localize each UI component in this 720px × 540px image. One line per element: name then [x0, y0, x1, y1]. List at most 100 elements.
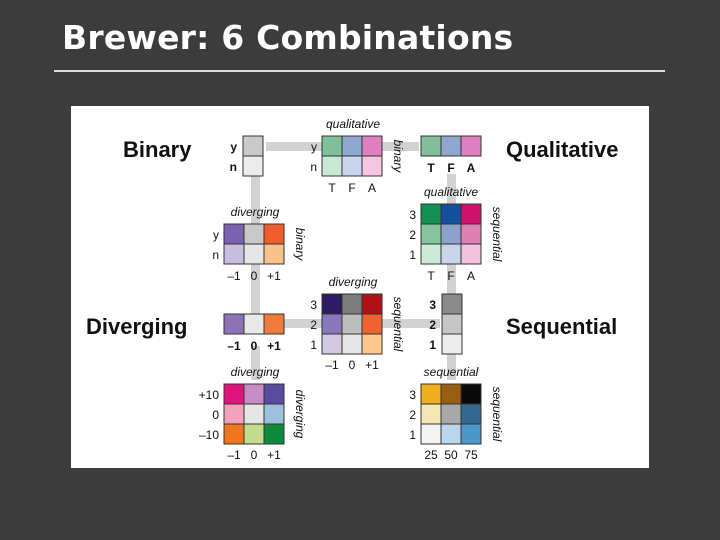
grid-label-sequential: sequential — [490, 207, 504, 262]
qs-cell — [460, 243, 482, 265]
ss-cell — [440, 423, 462, 445]
qb-cell — [341, 155, 363, 177]
ds-cell — [321, 313, 343, 335]
dd-col-tick: +1 — [267, 448, 281, 462]
qb-col-tick: F — [348, 181, 355, 195]
ss-row-tick: 1 — [409, 428, 416, 442]
ds-cell — [361, 333, 383, 355]
title-divider — [54, 70, 665, 72]
grid-label-diverging: diverging — [231, 205, 280, 219]
db-row-tick: y — [213, 228, 219, 242]
qualitative-node-cell — [460, 135, 482, 157]
sequential-sequential-grid: sequential 3 2 1 25 50 75 sequential — [409, 365, 504, 462]
dd-cell — [223, 423, 245, 445]
qualitative-node-tick: F — [447, 161, 454, 175]
node-label-sequential: Sequential — [506, 314, 617, 339]
sequential-node-cell — [441, 333, 463, 355]
qb-cell — [361, 155, 383, 177]
dd-col-tick: 0 — [251, 448, 258, 462]
slide-title: Brewer: 6 Combinations — [62, 18, 514, 57]
diverging-node-tick: 0 — [251, 339, 258, 353]
ds-row-tick: 3 — [310, 298, 317, 312]
ss-row-tick: 2 — [409, 408, 416, 422]
dd-cell — [223, 403, 245, 425]
qb-col-tick: T — [328, 181, 336, 195]
connector-diverging-diverging — [251, 346, 260, 380]
diverging-node-cell — [263, 313, 285, 335]
sequential-node: 3 2 1 — [429, 293, 463, 355]
dd-cell — [243, 383, 265, 405]
sequential-node-cell — [441, 313, 463, 335]
grid-label-binary: binary — [391, 140, 405, 174]
dd-cell — [243, 403, 265, 425]
qb-cell — [321, 155, 343, 177]
db-cell — [223, 223, 245, 245]
qualitative-node: T F A — [420, 135, 482, 175]
qb-cell — [341, 135, 363, 157]
diverging-sequential-grid: diverging 3 2 1 –1 0 +1 sequential — [310, 275, 405, 372]
dd-cell — [263, 403, 285, 425]
ds-cell — [321, 293, 343, 315]
diverging-binary-grid: diverging y n –1 0 +1 binary — [212, 205, 307, 283]
diverging-node-cell — [243, 313, 265, 335]
grid-label-diverging: diverging — [293, 390, 307, 439]
dd-cell — [263, 423, 285, 445]
ds-cell — [361, 313, 383, 335]
db-col-tick: –1 — [227, 269, 241, 283]
db-col-tick: +1 — [267, 269, 281, 283]
dd-row-tick: –10 — [199, 428, 219, 442]
sequential-node-tick: 2 — [429, 318, 436, 332]
qs-col-tick: T — [427, 269, 435, 283]
ss-cell — [460, 423, 482, 445]
node-label-binary: Binary — [123, 137, 192, 162]
qualitative-node-cell — [440, 135, 462, 157]
grid-label-qualitative: qualitative — [424, 185, 478, 199]
ds-col-tick: +1 — [365, 358, 379, 372]
binary-node-cell — [242, 155, 264, 177]
dd-col-tick: –1 — [227, 448, 241, 462]
qualitative-binary-grid: qualitative y n T F A binary — [310, 117, 405, 195]
diagram-svg: Binary Qualitative Diverging Sequential … — [86, 117, 618, 462]
dd-cell — [223, 383, 245, 405]
db-cell — [263, 243, 285, 265]
qs-cell — [440, 203, 462, 225]
ss-cell — [420, 403, 442, 425]
ds-cell — [321, 333, 343, 355]
qb-cell — [361, 135, 383, 157]
qs-cell — [420, 243, 442, 265]
db-cell — [263, 223, 285, 245]
qualitative-sequential-grid: qualitative 3 2 1 T F A sequential — [409, 185, 504, 283]
ds-row-tick: 1 — [310, 338, 317, 352]
dd-row-tick: +10 — [199, 388, 220, 402]
db-cell — [223, 243, 245, 265]
qs-col-tick: A — [467, 269, 475, 283]
ds-col-tick: 0 — [349, 358, 356, 372]
qs-cell — [460, 203, 482, 225]
ss-cell — [460, 383, 482, 405]
sequential-node-tick: 3 — [429, 298, 436, 312]
qs-row-tick: 2 — [409, 228, 416, 242]
node-label-diverging: Diverging — [86, 314, 187, 339]
db-cell — [243, 243, 265, 265]
qs-cell — [440, 223, 462, 245]
qb-row-tick: n — [310, 160, 317, 174]
db-col-tick: 0 — [251, 269, 258, 283]
diverging-node-cell — [223, 313, 245, 335]
db-row-tick: n — [212, 248, 219, 262]
dd-cell — [263, 383, 285, 405]
qs-col-tick: F — [447, 269, 454, 283]
qualitative-node-tick: T — [427, 161, 435, 175]
brewer-combinations-diagram: Binary Qualitative Diverging Sequential … — [71, 106, 649, 468]
diverging-diverging-grid: diverging +10 0 –10 –1 0 +1 diverging — [199, 365, 307, 462]
ss-col-tick: 25 — [424, 448, 438, 462]
ss-cell — [420, 383, 442, 405]
binary-node-cell — [242, 135, 264, 157]
qb-col-tick: A — [368, 181, 376, 195]
dd-row-tick: 0 — [212, 408, 219, 422]
qb-cell — [321, 135, 343, 157]
binary-node-tick: n — [230, 160, 237, 174]
sequential-node-cell — [441, 293, 463, 315]
db-cell — [243, 223, 265, 245]
qs-cell — [420, 223, 442, 245]
dd-cell — [243, 423, 265, 445]
